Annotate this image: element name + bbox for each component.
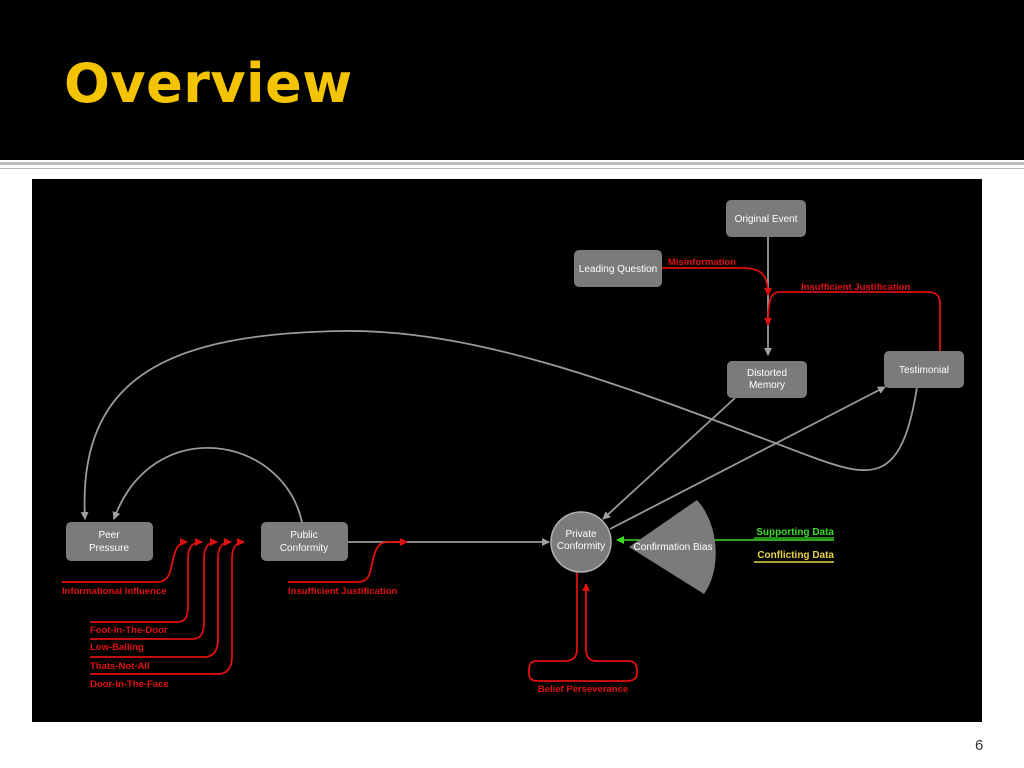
belief-perseverance-label: Belief Perseverance <box>538 684 628 695</box>
arrow-testimonial-to-peer-pressure <box>80 330 918 520</box>
node-peer-pressure <box>66 522 153 561</box>
misinformation-label: Misinformation <box>668 257 736 268</box>
conflicting-data-label: Conflicting Data <box>757 550 834 561</box>
arrow-thats-not-all <box>90 538 232 658</box>
insufficient-justification-top-label: Insufficient Justification <box>801 282 910 293</box>
arrow-foot-in-the-door <box>90 538 203 623</box>
node-public-conformity <box>261 522 348 561</box>
thats-not-all-label: Thats-Not-All <box>90 661 150 672</box>
original-event-label: Original Event <box>735 214 798 225</box>
private-conformity-label-line2: Conformity <box>557 541 605 552</box>
divider-line <box>0 162 1024 165</box>
confirmation-bias-label: Confirmation Bias <box>634 542 713 553</box>
supporting-data-label: Supporting Data <box>756 527 834 538</box>
slide-title: Overview <box>64 52 353 115</box>
distorted-memory-label-line1: Distorted <box>747 368 787 379</box>
leading-question-label: Leading Question <box>579 264 657 275</box>
title-banner: Overview <box>0 0 1024 160</box>
page-number: 6 <box>975 737 984 754</box>
arrow-insufficient-justification-top <box>764 291 941 351</box>
public-conformity-label-line2: Conformity <box>280 543 328 554</box>
testimonial-label: Testimonial <box>899 365 949 376</box>
arrow-informational-influence <box>62 538 188 583</box>
public-conformity-label-line1: Public <box>290 530 317 541</box>
arrow-misinformation <box>662 267 772 296</box>
door-in-the-face-label: Door-In-The-Face <box>90 679 169 690</box>
foot-in-the-door-label: Foot-In-The-Door <box>90 625 168 636</box>
arrow-belief-perseverance <box>528 572 638 682</box>
node-leading-question <box>574 250 662 287</box>
low-balling-label: Low-Balling <box>90 642 144 653</box>
insufficient-justification-mid-label: Insufficient Justification <box>288 586 397 597</box>
arrow-public-to-peer-pressure <box>112 446 303 523</box>
confirmation-bias-wedge <box>629 500 716 594</box>
node-testimonial <box>884 351 964 388</box>
peer-pressure-label-line1: Peer <box>98 530 120 541</box>
diagram-canvas: Original Event Leading Question Distorte… <box>62 200 964 695</box>
arrow-distorted-to-private <box>602 397 736 520</box>
informational-influence-label: Informational Influence <box>62 586 167 597</box>
peer-pressure-label-line2: Pressure <box>89 543 129 554</box>
node-private-conformity <box>550 511 612 573</box>
concept-diagram: Original Event Leading Question Distorte… <box>32 179 982 722</box>
arrow-private-to-testimonial <box>609 386 886 530</box>
node-original-event <box>726 200 806 237</box>
node-distorted-memory <box>727 361 807 398</box>
arrow-low-balling <box>90 538 218 640</box>
private-conformity-label-line1: Private <box>565 529 597 540</box>
arrow-door-in-the-face <box>90 538 245 675</box>
arrow-insufficient-justification-mid <box>288 538 408 583</box>
divider-line-thin <box>0 168 1024 169</box>
distorted-memory-label-line2: Memory <box>749 380 785 391</box>
